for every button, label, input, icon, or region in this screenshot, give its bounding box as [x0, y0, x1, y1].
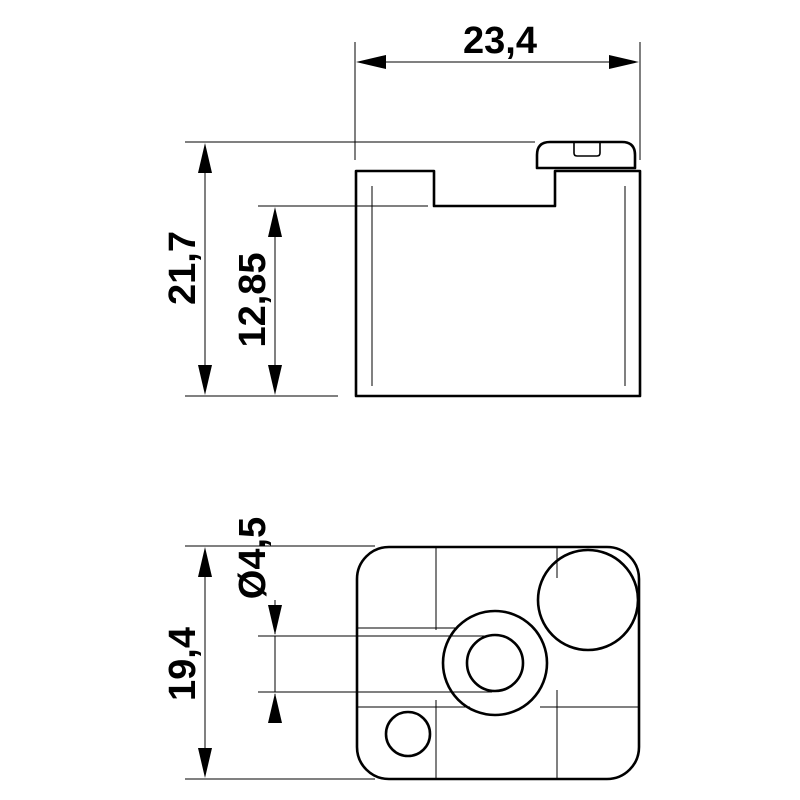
arrowhead [198, 365, 212, 395]
dimension-label-depth: 19,4 [162, 627, 204, 701]
screw-slot [573, 142, 601, 157]
dimension-label-width: 23,4 [463, 20, 537, 62]
arrowhead [268, 693, 282, 723]
screw-cross-inner [561, 573, 615, 627]
dimension-label-height-total: 21,7 [162, 231, 204, 305]
arrowhead [268, 365, 282, 395]
part-body-outline [354, 169, 642, 398]
pin-hole [384, 710, 432, 758]
arrowhead [198, 143, 212, 173]
part-plan-outline [355, 545, 641, 781]
arrowhead [268, 207, 282, 237]
arrowhead [356, 55, 386, 69]
plan-view: 19,4 Ø4,5 [162, 517, 641, 781]
dimension-label-hole-diameter: Ø4,5 [232, 517, 274, 599]
dimension-label-height-inner: 12,85 [232, 252, 274, 347]
side-view: 23,4 21,7 12,85 [162, 20, 642, 398]
arrowhead [198, 547, 212, 577]
screw-circle [536, 548, 640, 652]
arrowhead [268, 605, 282, 635]
arrowhead [609, 55, 639, 69]
hole-inner-circle [465, 633, 525, 693]
screw-head [535, 140, 637, 170]
hole-outer-circle [441, 609, 549, 717]
arrowhead [198, 748, 212, 778]
